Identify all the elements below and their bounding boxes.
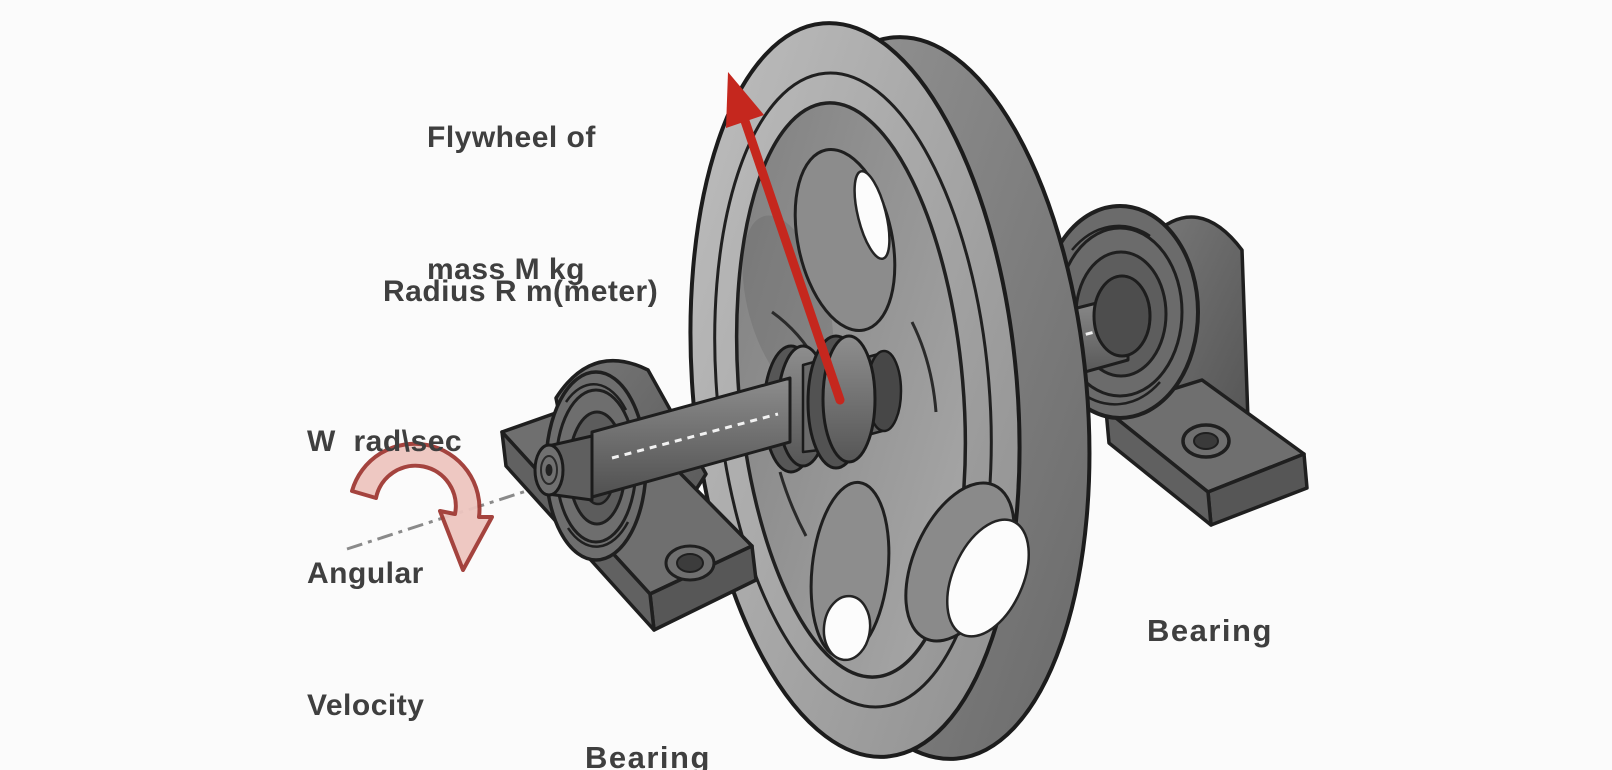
flywheel-window-bottom (809, 480, 891, 662)
shaft-highlight-mid (611, 412, 779, 460)
radius-arrowhead (726, 72, 764, 128)
bearing-left-bolt-hole (676, 553, 704, 573)
bearing-right-base-left (1104, 408, 1213, 527)
label-angular-velocity-line3: Velocity (307, 689, 425, 722)
flywheel-window-bottom-right (904, 481, 1030, 643)
label-bearing-left: Bearing (585, 740, 711, 770)
label-radius: Radius R m(meter) (383, 275, 659, 308)
radius-arrow (726, 72, 845, 405)
bearing-right-bolt-hole (1193, 432, 1219, 450)
label-angular-velocity-line1: W rad\sec (307, 425, 463, 458)
flywheel (688, 21, 1092, 761)
label-flywheel: Flywheel of mass M kg (427, 28, 596, 336)
flywheel-window-top (793, 147, 897, 333)
rotation-arrow (350, 441, 494, 572)
label-bearing-right: Bearing (1147, 613, 1273, 648)
label-flywheel-line1: Flywheel of (427, 121, 596, 154)
label-flywheel-line2: mass M kg (427, 253, 585, 286)
label-angular-velocity-line2: Angular (307, 557, 424, 590)
label-angular-velocity: W rad\sec Angular Velocity (307, 332, 462, 770)
shaft-end-stub (533, 434, 594, 502)
